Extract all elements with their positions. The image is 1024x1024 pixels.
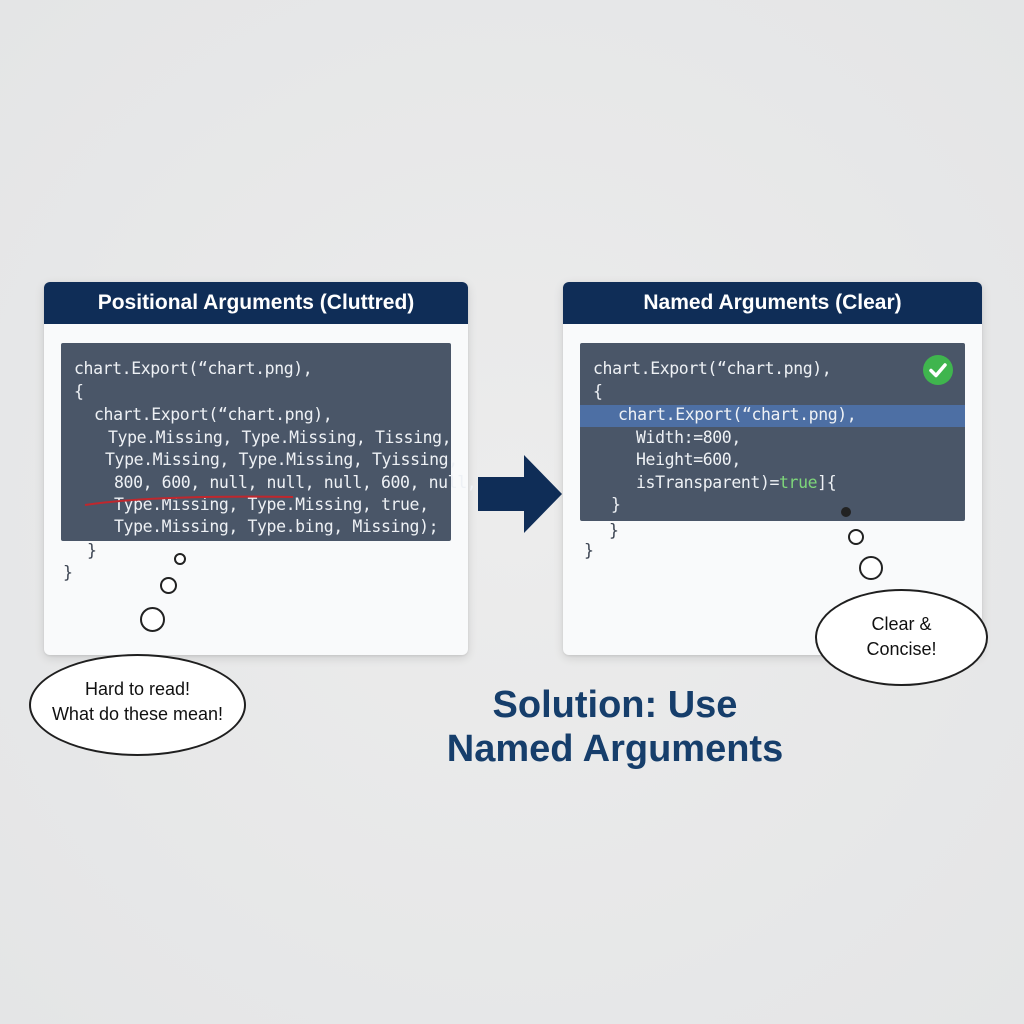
code-line: chart.Export(“chart.png), (618, 405, 857, 424)
named-code-block: chart.Export(“chart.png), { chart.Export… (580, 343, 965, 521)
thought-dot (174, 553, 186, 565)
thought-bubble-clear-concise: Clear & Concise! (815, 589, 988, 686)
code-line: } (87, 541, 97, 560)
solution-title: Solution: Use Named Arguments (420, 683, 810, 771)
panel-title: Named Arguments (Clear) (563, 282, 982, 324)
bubble-text: Hard to read! (84, 679, 191, 699)
thought-dot (841, 507, 851, 517)
bubble-text: Clear & (871, 614, 932, 634)
code-line: 800, 600, null, null, null, 600, null, (114, 473, 477, 492)
named-arguments-panel: Named Arguments (Clear) chart.Export(“ch… (563, 282, 982, 655)
thought-bubble-hard-to-read: Hard to read! What do these mean! (29, 654, 246, 756)
code-line: chart.Export(“chart.png), (593, 359, 832, 378)
thought-dot (859, 556, 883, 580)
code-line: Type.Missing, Type.Missing, Tissing, (108, 428, 452, 447)
arrow-right-icon (478, 455, 562, 533)
bubble-text: What do these mean! (51, 704, 224, 724)
code-line: } (609, 521, 619, 540)
code-line: chart.Export(“chart.png), (74, 359, 313, 378)
thought-dot (160, 577, 177, 594)
code-line: chart.Export(“chart.png), (94, 405, 333, 424)
code-line: } (584, 541, 594, 560)
param-name: isTransparent)= (636, 473, 780, 492)
code-line: { (593, 382, 603, 401)
check-circle-icon (923, 355, 953, 385)
positional-code-block: chart.Export(“chart.png), { chart.Export… (61, 343, 477, 541)
solution-line: Named Arguments (446, 728, 784, 770)
code-line: Type.Missing, Type.bing, Missing); (114, 517, 439, 536)
panel-title: Positional Arguments (Cluttred) (44, 282, 468, 324)
highlighted-line (580, 405, 965, 427)
code-bracket: ]{ (817, 473, 837, 492)
code-line: } (63, 563, 73, 582)
keyword-true: true (779, 473, 818, 492)
positional-arguments-panel: Positional Arguments (Cluttred) chart.Ex… (44, 282, 477, 655)
strikethrough-mark (84, 495, 294, 506)
code-line: } (611, 495, 621, 514)
code-line: Height=600, (636, 450, 741, 469)
code-line: Type.Missing, Type.Missing, Tyissing, (105, 450, 458, 469)
code-line: Width:=800, (636, 428, 741, 447)
thought-dot (848, 529, 864, 545)
code-line: isTransparent)=true]{ (636, 473, 837, 492)
solution-line: Solution: Use (492, 684, 738, 726)
code-line: { (74, 382, 84, 401)
thought-dot (140, 607, 165, 632)
bubble-text: Concise! (866, 639, 937, 659)
